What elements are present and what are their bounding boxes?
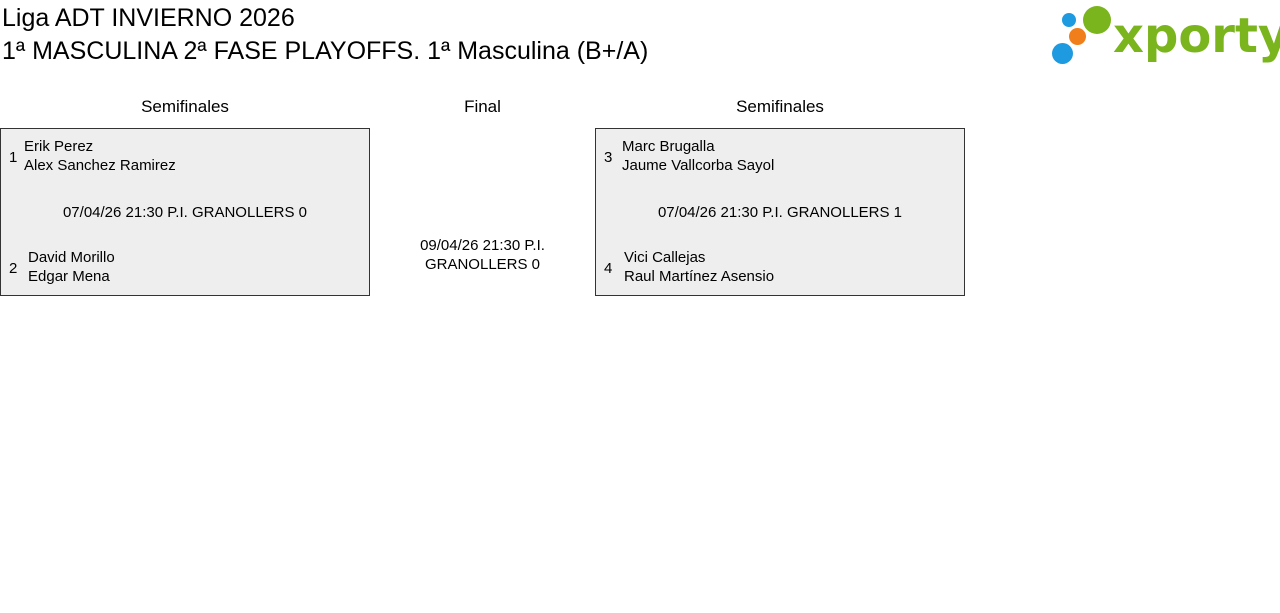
final-heading: Final <box>464 97 501 116</box>
left-semifinal-match[interactable]: 1 Erik Perez Alex Sanchez Ramirez 07/04/… <box>0 128 370 296</box>
left-semifinal-heading: Semifinales <box>141 97 229 116</box>
player-name: Vici Callejas <box>624 249 706 266</box>
match-result: 07/04/26 21:30 P.I. GRANOLLERS 0 <box>62 204 308 221</box>
player-name: Alex Sanchez Ramirez <box>24 157 176 174</box>
player-name: Marc Brugalla <box>622 138 715 155</box>
team-players: Marc Brugalla Jaume Vallcorba Sayol <box>622 137 774 175</box>
logo-dot-icon <box>1052 43 1073 64</box>
final-match-result[interactable]: 09/04/26 21:30 P.I. GRANOLLERS 0 <box>395 236 570 274</box>
final-result-line: GRANOLLERS 0 <box>424 256 541 273</box>
final-result-line: 09/04/26 21:30 P.I. <box>420 237 545 254</box>
team-seed: 1 <box>9 149 18 166</box>
player-name: Edgar Mena <box>28 268 110 285</box>
logo-wordmark: xporty <box>1113 8 1280 64</box>
team-seed: 2 <box>9 260 18 277</box>
right-semifinal-heading: Semifinales <box>736 97 824 116</box>
player-name: Erik Perez <box>24 138 94 155</box>
team-seed: 3 <box>604 149 613 166</box>
league-title: Liga ADT INVIERNO 2026 <box>2 4 295 32</box>
team-seed: 4 <box>604 260 613 277</box>
player-name: Raul Martínez Asensio <box>624 268 775 285</box>
competition-title: 1ª MASCULINA 2ª FASE PLAYOFFS. 1ª Mascul… <box>2 37 649 65</box>
match-result: 07/04/26 21:30 P.I. GRANOLLERS 1 <box>657 204 903 221</box>
right-semifinal-match[interactable]: 3 Marc Brugalla Jaume Vallcorba Sayol 07… <box>595 128 965 296</box>
logo-dot-icon <box>1062 13 1076 27</box>
team-players: David Morillo Edgar Mena <box>28 248 115 286</box>
logo-dot-icon <box>1069 28 1086 45</box>
player-name: David Morillo <box>28 249 115 266</box>
xporty-logo[interactable]: xporty <box>1052 5 1280 67</box>
player-name: Jaume Vallcorba Sayol <box>622 157 775 174</box>
team-players: Vici Callejas Raul Martínez Asensio <box>624 248 774 286</box>
team-players: Erik Perez Alex Sanchez Ramirez <box>24 137 176 175</box>
logo-dot-icon <box>1083 6 1111 34</box>
